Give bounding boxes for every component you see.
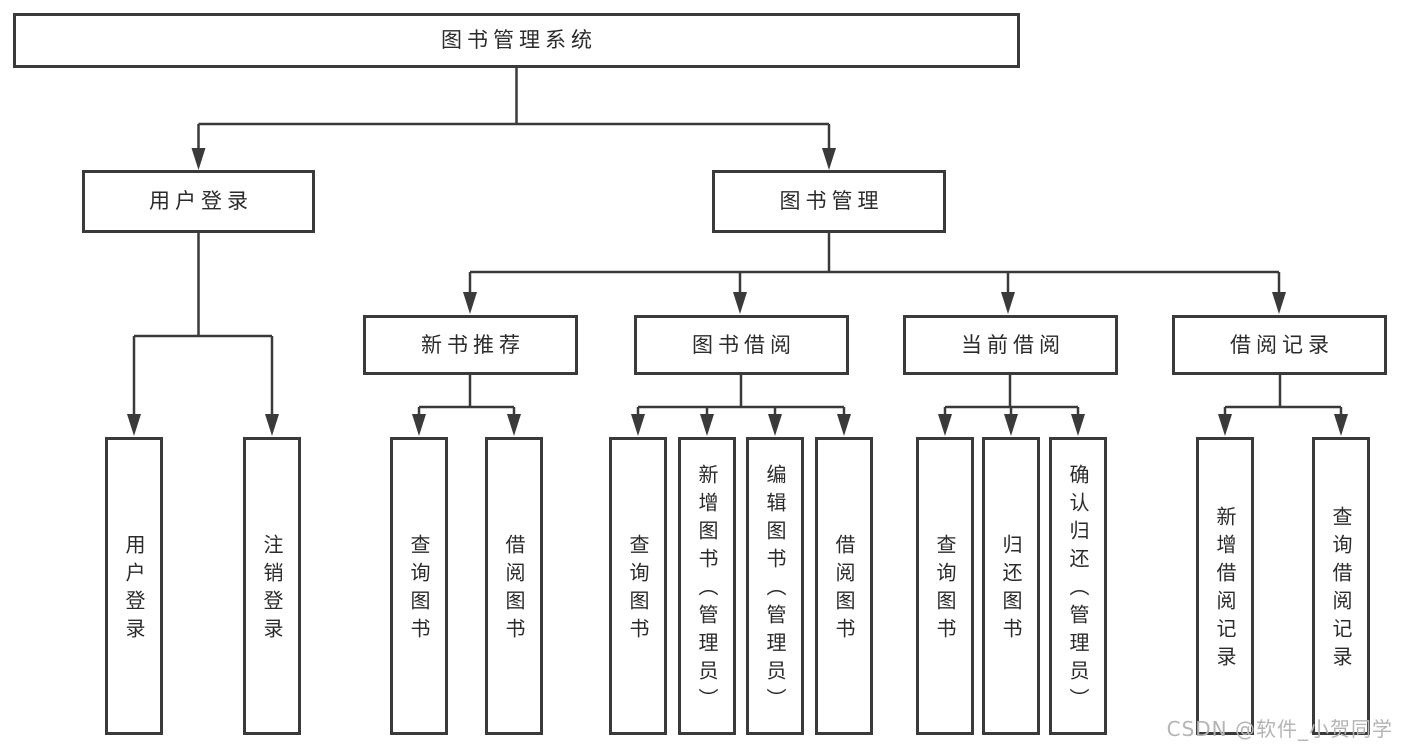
leaf-logout: 注销登录 xyxy=(243,437,301,735)
leaf-label: 归还图书 xyxy=(999,534,1023,646)
leaf-query-borrow-record: 查询借阅记录 xyxy=(1312,437,1370,735)
leaf-label: 编辑图书（管理员） xyxy=(763,464,787,716)
leaf-query-books-borrow: 查询图书 xyxy=(609,437,667,735)
leaf-label: 用户登录 xyxy=(122,534,146,646)
leaf-return-books: 归还图书 xyxy=(982,437,1040,735)
node-book-borrow: 图书借阅 xyxy=(634,315,849,375)
leaf-label: 借阅图书 xyxy=(502,534,526,646)
node-current-borrow: 当前借阅 xyxy=(903,315,1118,375)
leaf-add-books-admin: 新增图书（管理员） xyxy=(678,437,736,735)
leaf-confirm-return-admin: 确认归还（管理员） xyxy=(1049,437,1107,735)
leaf-label: 新增借阅记录 xyxy=(1213,506,1237,674)
node-book-borrow-label: 图书借阅 xyxy=(692,332,796,357)
leaf-query-books-recommend: 查询图书 xyxy=(390,437,448,735)
leaf-label: 查询图书 xyxy=(407,534,431,646)
leaf-query-books-current: 查询图书 xyxy=(916,437,974,735)
node-new-book-recommend-label: 新书推荐 xyxy=(421,332,525,357)
leaf-edit-books-admin: 编辑图书（管理员） xyxy=(746,437,804,735)
leaf-label: 查询借阅记录 xyxy=(1329,506,1353,674)
leaf-add-borrow-record: 新增借阅记录 xyxy=(1196,437,1254,735)
leaf-borrow-books-recommend: 借阅图书 xyxy=(485,437,543,735)
node-borrow-records: 借阅记录 xyxy=(1172,315,1387,375)
leaf-label: 借阅图书 xyxy=(832,534,856,646)
leaf-borrow-books: 借阅图书 xyxy=(815,437,873,735)
leaf-label: 查询图书 xyxy=(626,534,650,646)
node-book-management-label: 图书管理 xyxy=(779,189,884,213)
leaf-label: 新增图书（管理员） xyxy=(695,464,719,716)
leaf-label: 确认归还（管理员） xyxy=(1066,464,1090,716)
node-root-label: 图书管理系统 xyxy=(441,28,597,52)
node-root: 图书管理系统 xyxy=(13,13,1020,68)
node-new-book-recommend: 新书推荐 xyxy=(363,315,578,375)
csdn-watermark: CSDN @软件_小贺同学 xyxy=(1166,717,1393,741)
node-user-login: 用户登录 xyxy=(82,170,315,233)
node-current-borrow-label: 当前借阅 xyxy=(961,332,1065,357)
node-user-login-label: 用户登录 xyxy=(149,189,253,213)
node-book-management: 图书管理 xyxy=(712,170,946,233)
leaf-user-login: 用户登录 xyxy=(105,437,163,735)
leaf-label: 查询图书 xyxy=(933,534,957,646)
node-borrow-records-label: 借阅记录 xyxy=(1230,332,1334,357)
leaf-label: 注销登录 xyxy=(260,534,284,646)
